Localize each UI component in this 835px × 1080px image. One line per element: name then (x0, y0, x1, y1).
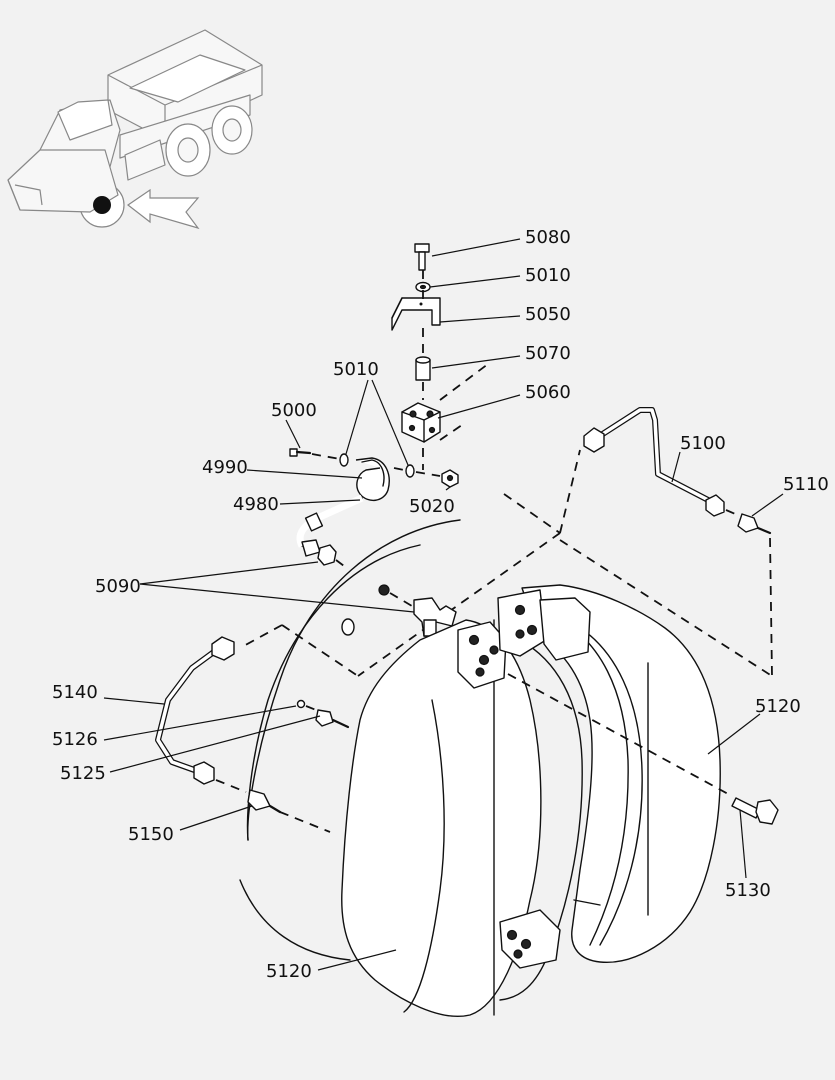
callout-5150: 5150 (128, 824, 174, 845)
washer-5010-right (405, 464, 415, 478)
bolt-5130 (731, 797, 779, 825)
washer-5010-left (339, 453, 349, 467)
leader-lines (103, 238, 784, 971)
p-clamp-4990 (355, 457, 390, 501)
spacer-5070 (415, 356, 431, 381)
callout-5125: 5125 (60, 763, 106, 784)
callout-5080: 5080 (525, 227, 571, 248)
o-ring-5126 (296, 699, 306, 709)
callout-5140: 5140 (52, 682, 98, 703)
callout-4980: 4980 (233, 494, 279, 515)
callout-5130: 5130 (725, 880, 771, 901)
callout-5100: 5100 (680, 433, 726, 454)
callout-5010-mid: 5010 (333, 359, 379, 380)
tee-fitting-5090 (378, 584, 457, 637)
callout-5000: 5000 (271, 400, 317, 421)
bolt-5080 (414, 243, 430, 271)
callout-4990: 4990 (202, 457, 248, 478)
callout-5120-right: 5120 (755, 696, 801, 717)
plug-5125 (315, 709, 350, 729)
adapter-5150 (247, 789, 282, 814)
callout-5110: 5110 (783, 474, 829, 495)
pipe-5140 (155, 636, 235, 785)
hose-4980 (296, 494, 364, 548)
callout-5090: 5090 (95, 576, 141, 597)
adapter-5110 (737, 513, 772, 535)
fitting-5090-upper (301, 539, 337, 566)
screw-5000 (289, 448, 312, 457)
callout-5010-top: 5010 (525, 265, 571, 286)
callout-5120-bottom: 5120 (266, 961, 312, 982)
housing-5120 (341, 584, 721, 1017)
truck-locator-illustration (7, 29, 263, 228)
pipe-5100 (583, 407, 725, 517)
location-marker-icon (93, 196, 111, 214)
callout-5050: 5050 (525, 304, 571, 325)
bracket-5050 (391, 297, 441, 331)
clamp-block-5060 (401, 402, 441, 443)
callout-5060: 5060 (525, 382, 571, 403)
callout-5070: 5070 (525, 343, 571, 364)
locator-arrow-icon (126, 188, 200, 230)
callout-5126: 5126 (52, 729, 98, 750)
callout-5020: 5020 (409, 496, 455, 517)
rim-hole (341, 618, 355, 636)
nut-5020 (441, 469, 459, 488)
